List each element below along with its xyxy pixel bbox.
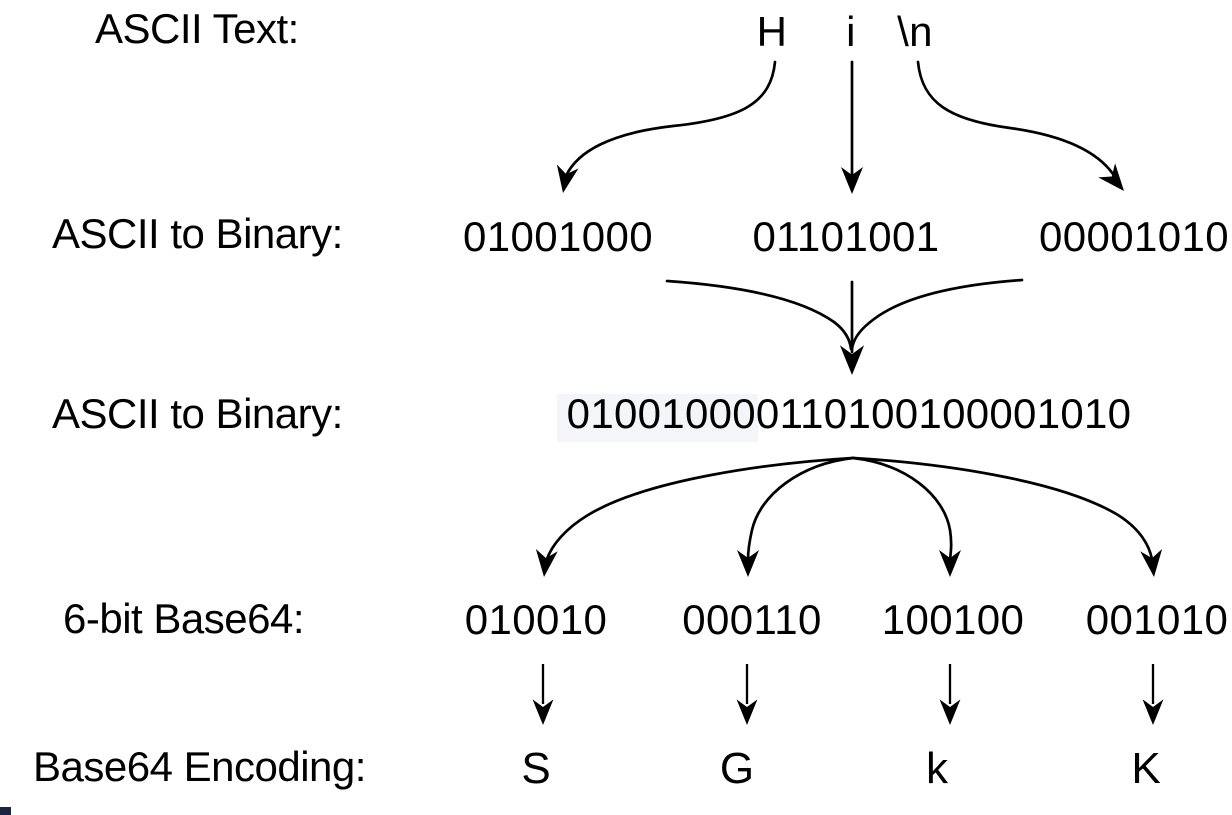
arrow-h-to-octet1	[556, 60, 777, 193]
row-label-ascii-to-binary: ASCII to Binary:	[52, 210, 343, 257]
arrow-group3-to-char3	[939, 664, 961, 725]
concatenated-binary-string: 010010000110100100001010	[566, 390, 1132, 437]
arrow-split-to-group4	[851, 456, 1163, 577]
binary-octet-2: 01101001	[752, 213, 940, 260]
binary-prefix-highlight	[557, 394, 758, 442]
row-label-base64-encoding: Base64 Encoding:	[33, 743, 366, 790]
sixbit-group-4: 001010	[1085, 596, 1229, 643]
arrow-group1-to-char1	[532, 664, 554, 725]
binary-octet-1: 01001000	[462, 213, 654, 260]
arrow-group4-to-char4	[1142, 664, 1164, 725]
row-label-ascii-text: ASCII Text:	[95, 5, 299, 52]
arrow-i-to-octet2	[841, 60, 863, 194]
base64-char-1: S	[521, 744, 551, 793]
arrow-newline-to-octet3	[916, 60, 1124, 191]
arrow-split-to-group1	[535, 456, 855, 577]
base64-char-2: G	[719, 744, 755, 793]
sixbit-group-2: 000110	[682, 596, 822, 643]
ascii-char-1: H	[756, 8, 788, 55]
binary-octet-3: 00001010	[1038, 213, 1230, 260]
base64-char-4: K	[1131, 744, 1161, 793]
ascii-char-3: \n	[897, 8, 933, 55]
base64-char-3: k	[926, 744, 948, 793]
row-label-sixbit-base64: 6-bit Base64:	[63, 595, 305, 642]
sixbit-group-3: 100100	[881, 596, 1025, 643]
row-label-concatenated-binary: ASCII to Binary:	[52, 390, 343, 437]
arrow-split-to-group3	[851, 456, 961, 577]
sixbit-group-1: 010010	[464, 596, 608, 643]
ascii-char-2: i	[846, 8, 856, 55]
arrow-octets-merge	[665, 278, 1024, 375]
arrow-group2-to-char2	[736, 664, 758, 725]
corner-mark	[0, 807, 11, 815]
arrow-split-to-group2	[737, 456, 855, 577]
